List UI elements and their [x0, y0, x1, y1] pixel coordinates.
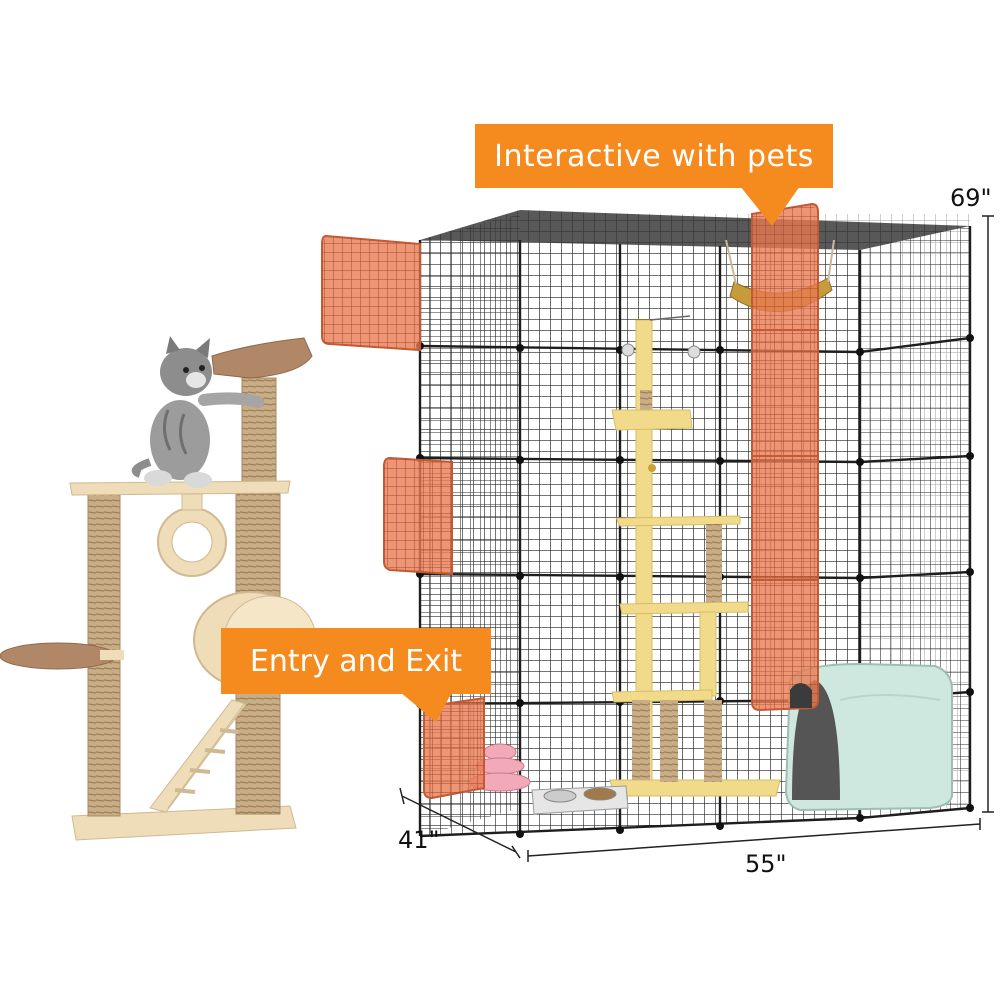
- callout-entry-box: [221, 628, 491, 694]
- door-panel-tunnel: [751, 202, 819, 712]
- door-panel-top-left: [321, 234, 421, 352]
- ladder: [149, 699, 247, 813]
- callout-shapes: [221, 124, 833, 722]
- callout-top-pointer: [740, 186, 800, 226]
- door-panel-mid-left: [383, 456, 453, 576]
- kitten-image: [131, 336, 264, 488]
- cat-tree: [0, 336, 317, 841]
- callout-entry-pointer: [400, 692, 452, 722]
- callout-entry-text: Entry and Exit: [249, 643, 463, 679]
- height-dimension-line: [982, 215, 994, 813]
- cat-cage: [321, 202, 974, 838]
- width-dimension-line: [527, 818, 981, 862]
- callout-interactive-text: Interactive with pets: [494, 138, 814, 174]
- height-dimension-label: 69": [950, 184, 992, 212]
- callout-top-box: [475, 124, 833, 188]
- dimension-lines: [399, 215, 994, 862]
- width-dimension-label: 55": [745, 850, 787, 878]
- plush-perch-top: [211, 337, 313, 379]
- inner-cat-tree: [609, 315, 781, 797]
- depth-dimension-label: 41": [398, 826, 440, 854]
- litter-box-image: [784, 662, 953, 812]
- depth-dimension-line: [399, 787, 521, 859]
- plush-perch-side: [0, 642, 117, 670]
- cat-tree-platform: [69, 480, 291, 496]
- food-bowls: [531, 785, 629, 815]
